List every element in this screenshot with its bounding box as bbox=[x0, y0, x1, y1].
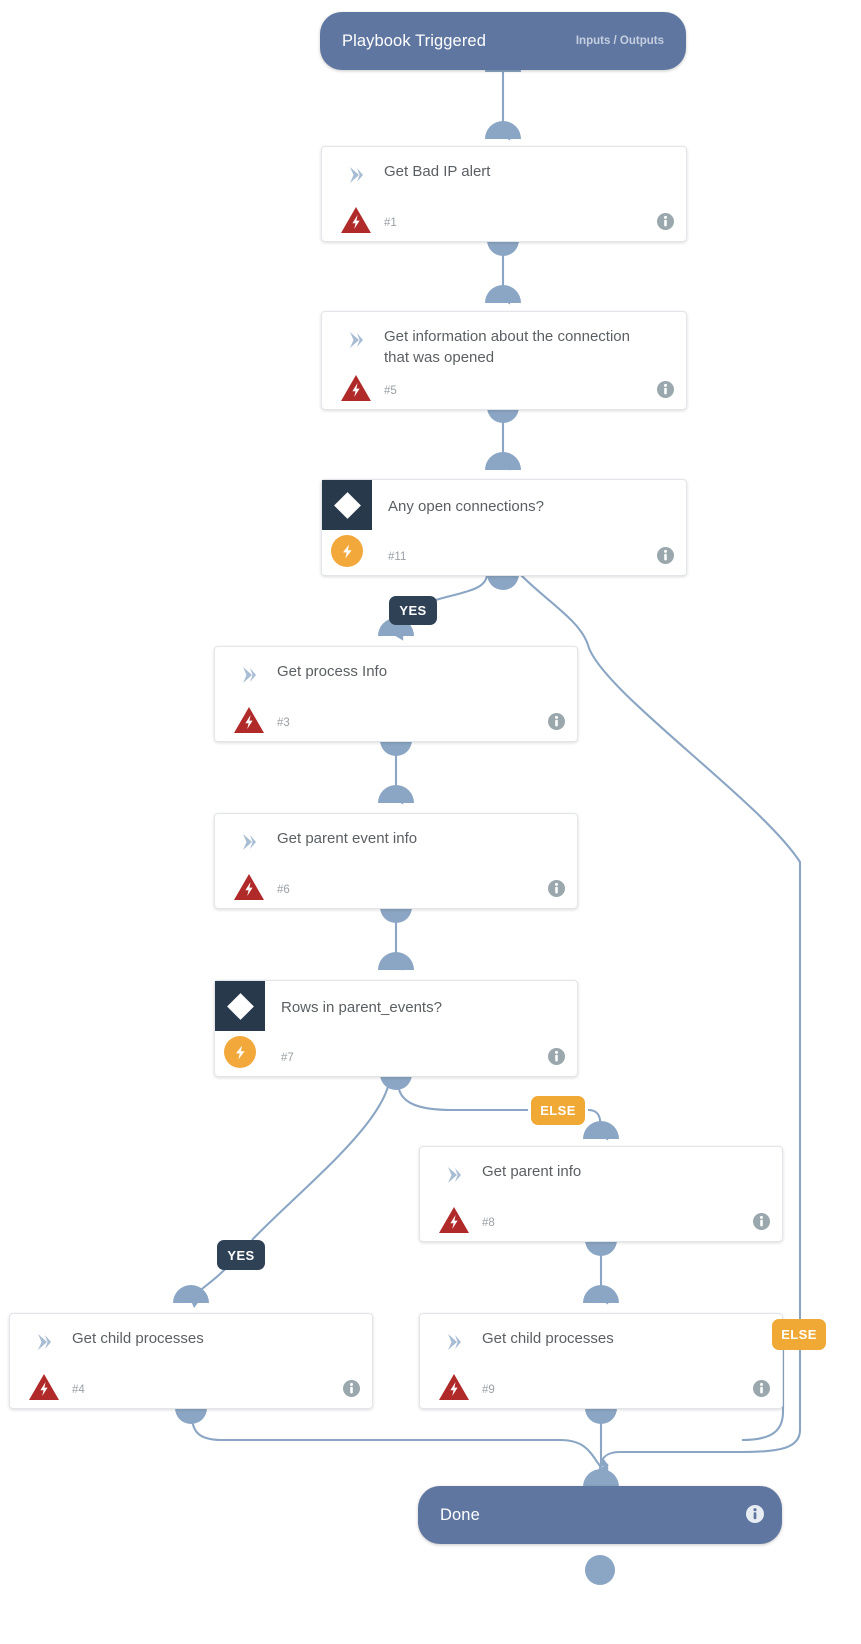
action-card-title: Get process Info bbox=[277, 663, 388, 680]
action-card-number: #3 bbox=[277, 717, 290, 729]
warning-triangle-icon bbox=[341, 207, 371, 233]
end-node[interactable]: Done bbox=[418, 1486, 782, 1544]
branch-badge-else-right[interactable]: ELSE bbox=[772, 1319, 826, 1350]
start-node-label: Playbook Triggered bbox=[342, 31, 486, 50]
info-icon[interactable] bbox=[343, 1380, 360, 1397]
action-card-1[interactable]: Get Bad IP alert #1 bbox=[321, 146, 687, 242]
action-card-number: #6 bbox=[277, 884, 290, 896]
branch-badge-label: YES bbox=[227, 1247, 255, 1263]
chevron-icon bbox=[243, 667, 256, 683]
decision-card-number: #11 bbox=[388, 551, 407, 563]
branch-badge-else-mid[interactable]: ELSE bbox=[531, 1096, 585, 1125]
action-card-3[interactable]: Get process Info #3 bbox=[214, 646, 578, 742]
action-card-title: Get parent event info bbox=[277, 830, 418, 847]
chevron-icon bbox=[350, 332, 363, 348]
info-icon[interactable] bbox=[753, 1213, 770, 1230]
action-card-6[interactable]: Get parent event info #6 bbox=[214, 813, 578, 909]
info-icon[interactable] bbox=[657, 213, 674, 230]
action-card-number: #8 bbox=[482, 1217, 495, 1229]
branch-badge-yes-top[interactable]: YES bbox=[389, 596, 437, 625]
decision-card-11[interactable]: Any open connections? #11 bbox=[321, 479, 687, 576]
info-icon[interactable] bbox=[746, 1505, 764, 1523]
info-icon[interactable] bbox=[657, 547, 674, 564]
bolt-icon bbox=[224, 1036, 256, 1068]
decision-card-title: Any open connections? bbox=[388, 498, 544, 515]
action-card-9[interactable]: Get child processes #9 bbox=[419, 1313, 783, 1409]
warning-triangle-icon bbox=[29, 1374, 59, 1400]
info-icon[interactable] bbox=[548, 713, 565, 730]
action-card-number: #1 bbox=[384, 217, 397, 229]
action-card-number: #9 bbox=[482, 1384, 495, 1396]
warning-triangle-icon bbox=[439, 1207, 469, 1233]
chevron-icon bbox=[350, 167, 363, 183]
branch-badge-label: ELSE bbox=[781, 1327, 817, 1342]
bolt-icon bbox=[331, 535, 363, 567]
chevron-icon bbox=[448, 1167, 461, 1183]
action-card-4[interactable]: Get child processes #4 bbox=[9, 1313, 373, 1409]
chevron-icon bbox=[38, 1334, 51, 1350]
diamond-icon bbox=[322, 480, 372, 530]
chevron-icon bbox=[448, 1334, 461, 1350]
action-card-number: #4 bbox=[72, 1384, 85, 1396]
warning-triangle-icon bbox=[234, 707, 264, 733]
action-card-8[interactable]: Get parent info #8 bbox=[419, 1146, 783, 1242]
action-card-number: #5 bbox=[384, 385, 397, 397]
info-icon[interactable] bbox=[753, 1380, 770, 1397]
decision-card-title: Rows in parent_events? bbox=[281, 999, 442, 1016]
info-icon[interactable] bbox=[657, 381, 674, 398]
warning-triangle-icon bbox=[439, 1374, 469, 1400]
end-node-label: Done bbox=[440, 1505, 480, 1524]
chevron-icon bbox=[243, 834, 256, 850]
warning-triangle-icon bbox=[341, 375, 371, 401]
decision-card-7[interactable]: Rows in parent_events? #7 bbox=[214, 980, 578, 1077]
action-card-5[interactable]: Get information about the connection tha… bbox=[321, 311, 687, 410]
action-card-title: Get information about the connection tha… bbox=[384, 328, 630, 366]
action-card-title: Get child processes bbox=[482, 1330, 614, 1347]
action-card-title: Get parent info bbox=[482, 1163, 582, 1180]
inputs-outputs-label[interactable]: Inputs / Outputs bbox=[575, 35, 664, 47]
action-card-title: Get Bad IP alert bbox=[384, 163, 491, 180]
diamond-icon bbox=[215, 981, 265, 1031]
info-icon[interactable] bbox=[548, 880, 565, 897]
branch-badge-label: ELSE bbox=[540, 1103, 576, 1118]
warning-triangle-icon bbox=[234, 874, 264, 900]
decision-card-number: #7 bbox=[281, 1052, 294, 1064]
start-node[interactable]: Playbook Triggered Inputs / Outputs bbox=[320, 12, 686, 70]
action-card-title: Get child processes bbox=[72, 1330, 204, 1347]
branch-badge-label: YES bbox=[399, 603, 427, 618]
branch-badge-yes-bottom[interactable]: YES bbox=[217, 1240, 265, 1270]
info-icon[interactable] bbox=[548, 1048, 565, 1065]
